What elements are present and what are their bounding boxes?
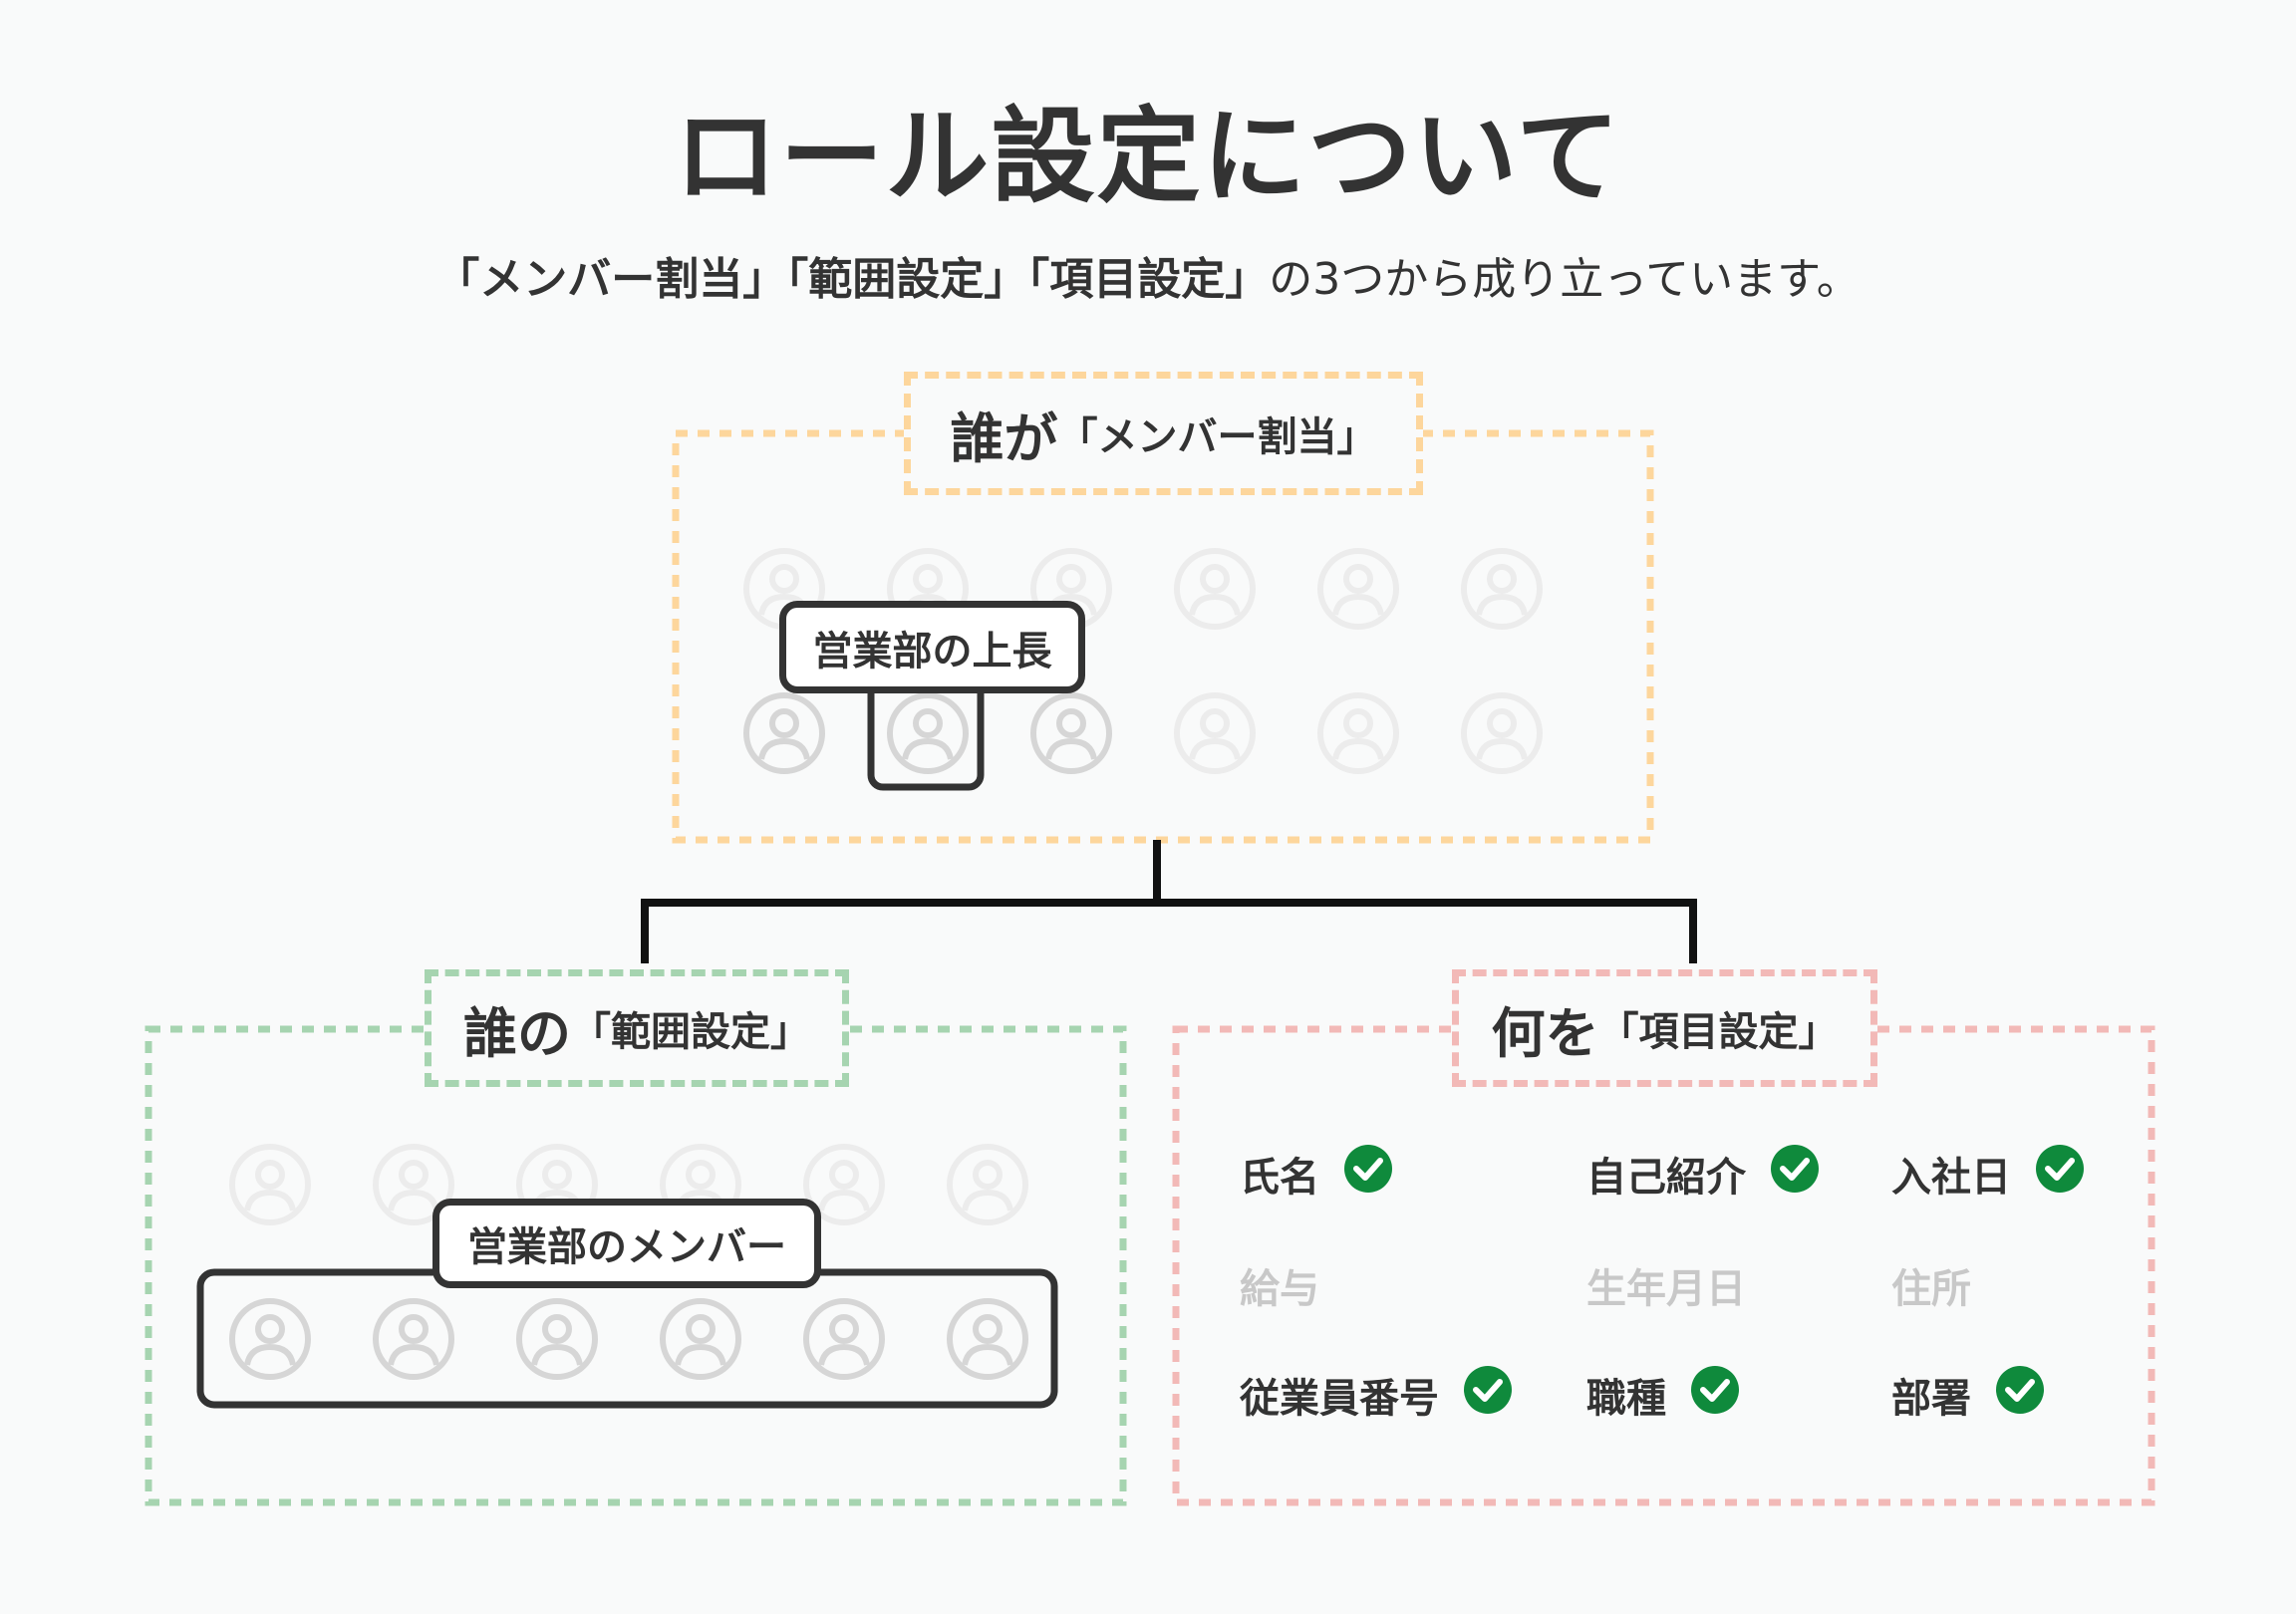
subtitle-fields: 「項目設定」 bbox=[1027, 254, 1270, 305]
fields-label-title: 何を bbox=[1491, 1001, 1599, 1065]
user-icon bbox=[947, 1298, 1028, 1380]
user-icon bbox=[1461, 548, 1543, 630]
field-item: 氏名 bbox=[1240, 1144, 1393, 1204]
user-icon bbox=[947, 1144, 1028, 1225]
field-item: 部署 bbox=[1891, 1365, 2045, 1425]
field-item: 住所 bbox=[1891, 1255, 1971, 1315]
user-icon bbox=[803, 1298, 885, 1380]
check-circle-icon bbox=[1770, 1144, 1820, 1204]
fields-label: 何を 「項目設定」 bbox=[1452, 969, 1877, 1087]
field-item-label: 氏名 bbox=[1240, 1155, 1319, 1201]
field-item: 入社日 bbox=[1891, 1144, 2085, 1204]
field-item-label: 給与 bbox=[1240, 1266, 1319, 1312]
user-icon bbox=[1317, 692, 1399, 774]
field-item-label: 住所 bbox=[1891, 1266, 1971, 1312]
scope-label: 誰の 「範囲設定」 bbox=[425, 969, 849, 1087]
subtitle-members: 「メンバー割当」 bbox=[435, 254, 787, 305]
field-item-label: 入社日 bbox=[1891, 1155, 2011, 1201]
selected-members-frame bbox=[196, 1268, 1058, 1409]
field-item-label: 部署 bbox=[1891, 1376, 1971, 1422]
user-icon bbox=[1317, 548, 1399, 630]
user-icon bbox=[229, 1144, 311, 1225]
user-icon bbox=[1174, 692, 1256, 774]
field-item: 従業員番号 bbox=[1240, 1365, 1513, 1425]
check-circle-icon bbox=[2035, 1144, 2085, 1204]
user-icon bbox=[516, 1298, 598, 1380]
user-icon bbox=[373, 1298, 454, 1380]
user-icon bbox=[1030, 692, 1112, 774]
user-icon bbox=[660, 1298, 741, 1380]
subtitle-rest: の3つから成り立っています。 bbox=[1269, 254, 1861, 305]
field-item-label: 従業員番号 bbox=[1240, 1376, 1439, 1422]
members-label: 誰が 「メンバー割当」 bbox=[904, 372, 1423, 495]
user-icon bbox=[803, 1144, 885, 1225]
field-item: 自己紹介 bbox=[1586, 1144, 1820, 1204]
user-icon bbox=[887, 692, 969, 774]
user-icon bbox=[229, 1298, 311, 1380]
check-circle-icon bbox=[1343, 1144, 1393, 1204]
user-icon bbox=[1461, 692, 1543, 774]
members-tag: 営業部の上長 bbox=[779, 601, 1085, 693]
check-circle-icon bbox=[1463, 1365, 1513, 1425]
subtitle-scope: 「範囲設定」 bbox=[786, 254, 1028, 305]
connector-to-fields bbox=[1157, 899, 1697, 963]
check-circle-icon bbox=[1995, 1365, 2045, 1425]
field-item: 生年月日 bbox=[1586, 1255, 1746, 1315]
page-subtitle: 「メンバー割当」「範囲設定」「項目設定」の3つから成り立っています。 bbox=[0, 243, 2296, 307]
scope-label-title: 誰の bbox=[463, 1001, 571, 1065]
members-label-title: 誰が bbox=[950, 406, 1058, 470]
page-title: ロール設定について bbox=[674, 96, 1622, 217]
check-circle-icon bbox=[1690, 1365, 1740, 1425]
user-icon-grid bbox=[229, 548, 1543, 1380]
field-item-label: 自己紹介 bbox=[1586, 1155, 1746, 1201]
scope-tag: 営業部のメンバー bbox=[432, 1199, 821, 1288]
user-icon bbox=[373, 1144, 454, 1225]
field-item-label: 職種 bbox=[1586, 1376, 1666, 1422]
scope-label-sub: 「範囲設定」 bbox=[571, 1009, 810, 1055]
field-item: 職種 bbox=[1586, 1365, 1740, 1425]
field-item: 給与 bbox=[1240, 1255, 1319, 1315]
user-icon bbox=[1174, 548, 1256, 630]
field-item-label: 生年月日 bbox=[1586, 1266, 1746, 1312]
user-icon bbox=[743, 692, 825, 774]
fields-label-sub: 「項目設定」 bbox=[1598, 1009, 1839, 1055]
connector-to-scope bbox=[641, 840, 1161, 963]
members-label-sub: 「メンバー割当」 bbox=[1057, 414, 1377, 460]
